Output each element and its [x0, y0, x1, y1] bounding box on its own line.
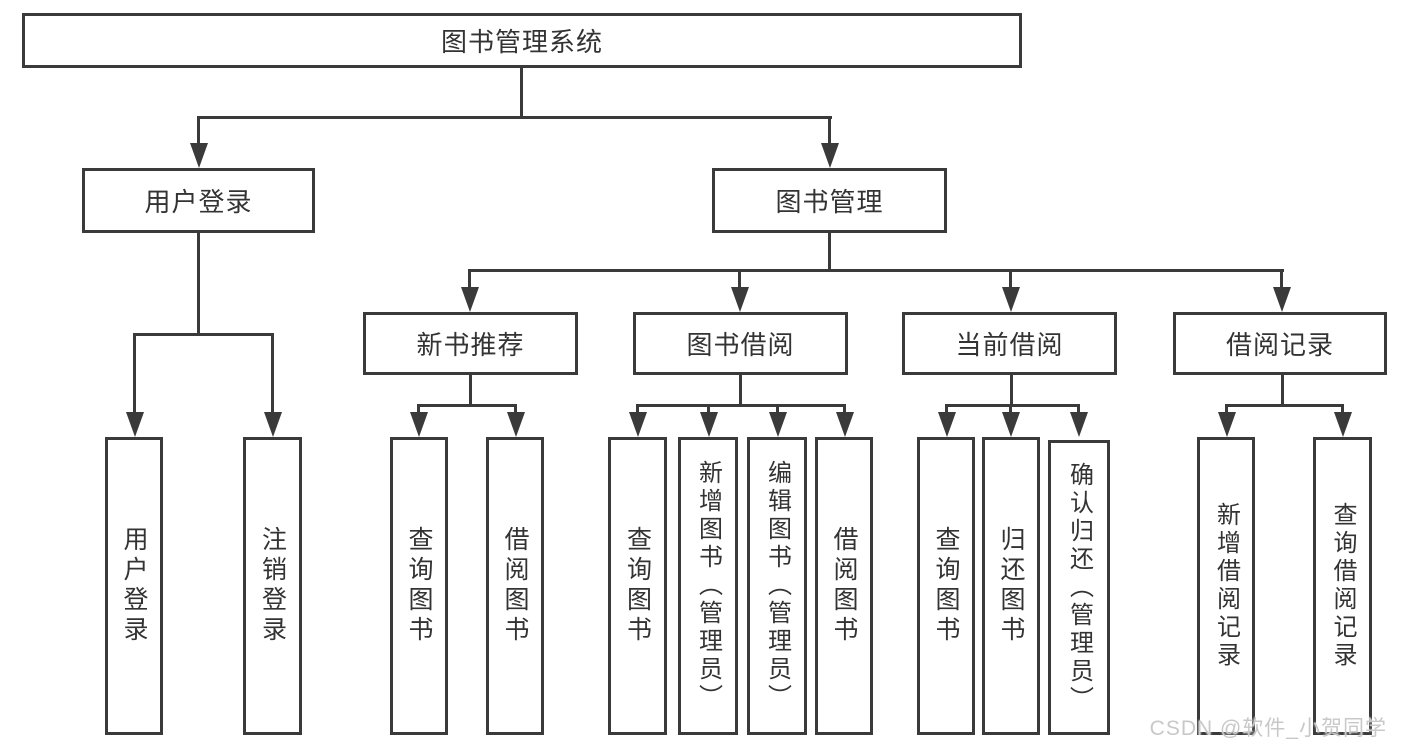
connector-level2-hline [198, 116, 832, 119]
node-book-management-label: 图书管理 [775, 187, 884, 217]
connector-stem [707, 404, 710, 414]
node-borrow-records-label: 借阅记录 [1225, 330, 1334, 360]
node-new-book-recommend-label: 新书推荐 [416, 330, 525, 360]
leaf-query-books-current: 查询图书 [917, 437, 975, 735]
arrow-down-icon [461, 287, 479, 312]
leaf-query-books-recommend: 查询图书 [390, 437, 448, 735]
leaf-label: 借阅图书 [501, 526, 529, 646]
arrow-down-icon [1218, 412, 1236, 437]
arrow-down-icon [629, 412, 647, 437]
arrow-down-icon [731, 287, 749, 312]
connector-stem [1281, 375, 1284, 406]
connector-stem [739, 375, 742, 406]
connector-stem [271, 333, 274, 413]
connector-stem [133, 333, 136, 413]
leaf-query-books-borrow: 查询图书 [608, 437, 667, 735]
connector-stem [469, 375, 472, 406]
connector-hline [945, 404, 1080, 407]
node-current-borrow-label: 当前借阅 [955, 330, 1064, 360]
connector-stem [636, 404, 639, 414]
arrow-down-icon [769, 412, 787, 437]
leaf-confirm-return-admin: 确认归还（管理员） [1048, 440, 1110, 735]
connector-stem [1341, 404, 1344, 414]
arrow-down-icon [1002, 287, 1020, 312]
connector-stem [197, 116, 200, 144]
connector-level3-hline [468, 269, 1284, 272]
arrow-down-icon [1070, 412, 1088, 437]
connector-stem [1225, 404, 1228, 414]
leaf-user-login-label: 用户登录 [120, 526, 148, 646]
leaf-query-borrow-record: 查询借阅记录 [1313, 437, 1372, 735]
leaf-label: 查询图书 [623, 526, 652, 646]
node-new-book-recommend: 新书推荐 [363, 312, 578, 375]
leaf-label: 查询借阅记录 [1329, 502, 1356, 670]
node-current-borrow: 当前借阅 [902, 312, 1117, 375]
connector-stem [197, 233, 200, 335]
watermark: CSDN @软件_小贺同学 [1149, 717, 1387, 740]
connector-stem [738, 269, 741, 290]
leaf-label: 编辑图书（管理员） [763, 460, 791, 712]
leaf-label: 确认归还（管理员） [1065, 461, 1093, 714]
node-borrow-records: 借阅记录 [1173, 312, 1387, 375]
leaf-label: 查询图书 [932, 526, 960, 646]
leaf-logout-label: 注销登录 [258, 526, 287, 646]
arrow-down-icon [836, 412, 854, 437]
leaf-logout: 注销登录 [243, 437, 302, 735]
arrow-down-icon [264, 412, 282, 437]
leaf-user-login: 用户登录 [105, 437, 163, 735]
connector-stem [945, 404, 948, 414]
node-user-login-label: 用户登录 [144, 187, 253, 217]
connector-hline [133, 333, 274, 336]
leaf-label: 新增借阅记录 [1212, 502, 1240, 670]
connector-stem [1009, 404, 1012, 414]
node-root-label: 图书管理系统 [440, 27, 603, 57]
arrow-down-icon [410, 412, 428, 437]
leaf-borrow-books-recommend: 借阅图书 [486, 437, 544, 735]
connector-stem [417, 404, 420, 414]
leaf-add-borrow-record: 新增借阅记录 [1197, 437, 1255, 735]
leaf-add-books-admin: 新增图书（管理员） [678, 437, 738, 735]
connector-stem [828, 233, 831, 271]
connector-stem [468, 269, 471, 290]
arrow-down-icon [1334, 412, 1352, 437]
connector-stem [828, 116, 831, 144]
arrow-down-icon [938, 412, 956, 437]
arrow-down-icon [1273, 287, 1291, 312]
connector-stem [1077, 404, 1080, 414]
connector-stem [776, 404, 779, 414]
connector-stem [843, 404, 846, 414]
node-book-borrow: 图书借阅 [633, 312, 848, 375]
arrow-down-icon [821, 143, 839, 168]
node-book-borrow-label: 图书借阅 [686, 330, 795, 360]
connector-hline [417, 404, 517, 407]
leaf-label: 借阅图书 [830, 526, 858, 646]
leaf-edit-books-admin: 编辑图书（管理员） [747, 437, 807, 735]
leaf-return-books: 归还图书 [982, 437, 1040, 735]
leaf-label: 查询图书 [405, 526, 433, 646]
connector-root-stem [520, 68, 523, 118]
leaf-label: 新增图书（管理员） [694, 460, 722, 712]
leaf-label: 归还图书 [997, 526, 1025, 646]
arrow-down-icon [126, 412, 144, 437]
leaf-borrow-books: 借阅图书 [815, 437, 873, 735]
node-book-management: 图书管理 [712, 168, 947, 233]
node-root: 图书管理系统 [22, 13, 1022, 68]
connector-hline [1225, 404, 1344, 407]
arrow-down-icon [1002, 412, 1020, 437]
connector-stem [514, 404, 517, 414]
node-user-login: 用户登录 [82, 168, 315, 233]
arrow-down-icon [507, 412, 525, 437]
connector-stem [1009, 269, 1012, 290]
connector-stem [1010, 375, 1013, 406]
connector-stem [1280, 269, 1283, 290]
arrow-down-icon [190, 143, 208, 168]
connector-hline [636, 404, 845, 407]
arrow-down-icon [700, 412, 718, 437]
